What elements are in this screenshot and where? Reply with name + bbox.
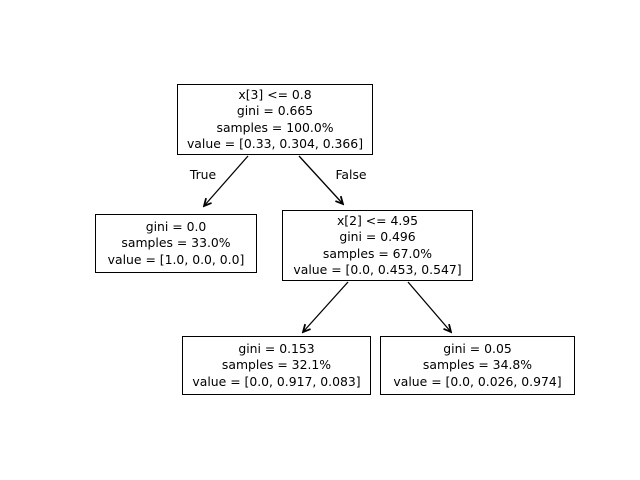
tree-node-right-leaf: gini = 0.05 samples = 34.8% value = [0.0… [380, 336, 575, 395]
node-gini: gini = 0.665 [236, 103, 314, 119]
tree-node-root: x[3] <= 0.8 gini = 0.665 samples = 100.0… [177, 84, 373, 155]
node-samples: samples = 67.0% [322, 245, 433, 261]
node-samples: samples = 32.1% [221, 357, 332, 373]
node-gini: gini = 0.496 [339, 229, 416, 245]
edge-label-true: True [189, 167, 217, 182]
edge-split-to-mid-leaf [303, 281, 349, 332]
tree-node-left-leaf: gini = 0.0 samples = 33.0% value = [1.0,… [95, 214, 257, 273]
node-samples: samples = 100.0% [216, 119, 334, 135]
node-samples: samples = 33.0% [121, 235, 231, 251]
node-condition: x[2] <= 4.95 [336, 212, 419, 228]
edge-label-false: False [335, 167, 367, 182]
node-value: value = [0.33, 0.304, 0.366] [186, 135, 364, 151]
tree-node-mid-leaf: gini = 0.153 samples = 32.1% value = [0.… [182, 336, 371, 395]
node-gini: gini = 0.0 [145, 218, 207, 234]
node-gini: gini = 0.05 [443, 340, 512, 356]
node-value: value = [0.0, 0.453, 0.547] [293, 261, 462, 277]
tree-node-right-split: x[2] <= 4.95 gini = 0.496 samples = 67.0… [282, 210, 473, 281]
node-samples: samples = 34.8% [422, 357, 533, 373]
node-value: value = [0.0, 0.917, 0.083] [192, 373, 361, 389]
node-value: value = [1.0, 0.0, 0.0] [107, 251, 245, 267]
node-condition: x[3] <= 0.8 [238, 86, 312, 102]
node-gini: gini = 0.153 [238, 340, 315, 356]
node-value: value = [0.0, 0.026, 0.974] [393, 373, 562, 389]
edge-split-to-right-leaf [407, 281, 451, 332]
